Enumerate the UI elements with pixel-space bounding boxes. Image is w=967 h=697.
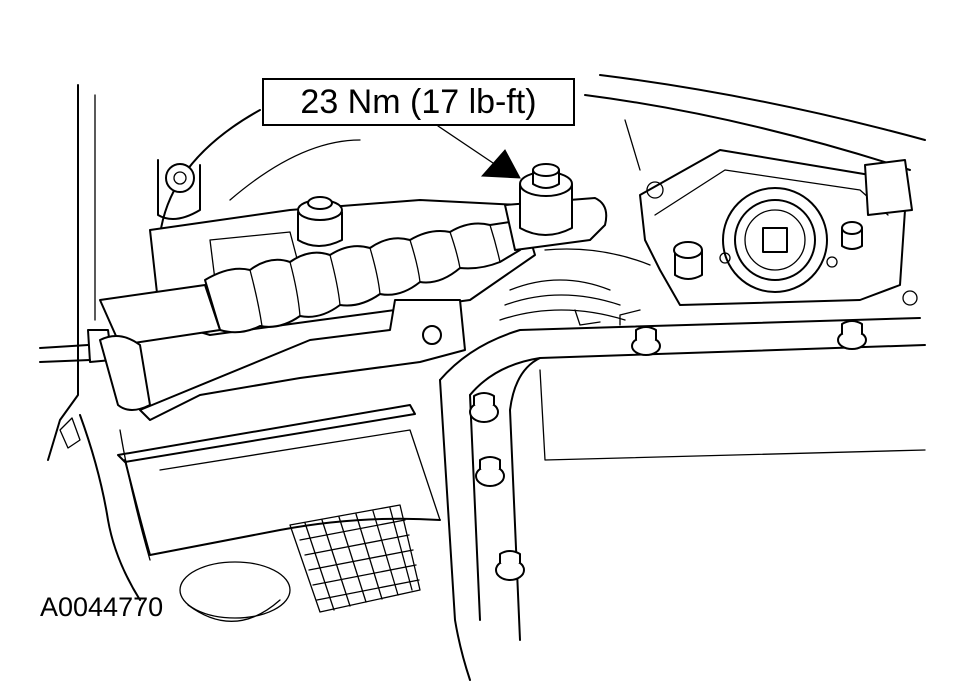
callout-leader	[437, 125, 521, 179]
lower-cable-bracket	[117, 299, 466, 463]
shift-cable-end	[39, 284, 221, 449]
range-sensor-assembly	[639, 149, 918, 306]
figure-id-label: A0044770	[40, 592, 164, 622]
left-housing-outline	[47, 84, 151, 601]
bracket-bolt	[297, 196, 343, 247]
oil-pan	[439, 309, 926, 681]
lower-case-details	[124, 429, 441, 622]
arrow-pointer-icon	[480, 149, 521, 179]
crosshatch-screen	[289, 504, 421, 613]
torque-spec-callout: 23 Nm (17 lb-ft)	[262, 78, 575, 126]
motion-arcs	[499, 248, 651, 321]
flange-bolt-upper-left	[157, 159, 201, 220]
pan-bolt-4	[475, 456, 505, 487]
pan-bolt-1	[631, 326, 661, 356]
cable-clip-bolt	[504, 163, 608, 251]
pan-bolt-5	[495, 550, 525, 581]
pan-bolt-3	[469, 392, 499, 423]
pan-bolt-2	[837, 320, 867, 350]
oil-pan-bolts	[469, 320, 867, 581]
